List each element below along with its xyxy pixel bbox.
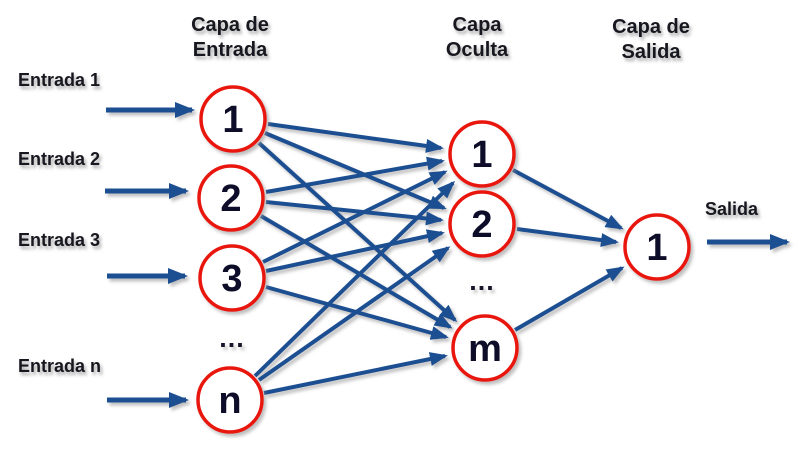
node-output-1 xyxy=(623,213,691,281)
input-label-3: Entrada 3 xyxy=(18,230,101,250)
edge-hidden1-output1 xyxy=(512,168,624,230)
hidden-layer-header: Capa Oculta xyxy=(446,13,508,63)
node-input-3-label: 3 xyxy=(221,258,242,300)
node-input-1-label: 1 xyxy=(222,99,243,141)
input-label-n: Entrada n xyxy=(18,356,102,376)
output-layer-header-line1: Capa de xyxy=(612,16,690,38)
output-label: Salida xyxy=(705,199,759,219)
edge-inputn-hidden2 xyxy=(257,246,451,382)
node-output-1-label: 1 xyxy=(646,227,667,269)
node-hidden-1-label: 1 xyxy=(471,134,492,176)
node-hidden-m-label: m xyxy=(468,328,502,370)
hidden-layer-header-line1: Capa xyxy=(452,14,502,36)
node-input-n-label: n xyxy=(218,380,241,422)
node-hidden-m xyxy=(451,314,519,382)
input-ellipsis: ... xyxy=(219,323,245,353)
edge-input3-hidden2 xyxy=(265,229,445,273)
node-input-n xyxy=(196,366,264,434)
edge-input2-hidden1 xyxy=(265,156,445,194)
input-label-1: Entrada 1 xyxy=(18,70,101,90)
edge-input2-hidden2 xyxy=(265,200,444,226)
output-layer-header: Capa de Salida xyxy=(612,15,690,65)
edge-input3-hidden1 xyxy=(262,170,448,264)
input-label-2: Entrada 2 xyxy=(18,149,101,169)
edge-input1-hidden2 xyxy=(264,131,447,210)
input-layer-header: Capa de Entrada xyxy=(191,13,269,63)
edge-hiddenm-output1 xyxy=(513,266,625,332)
node-input-2 xyxy=(197,164,265,232)
input-layer-header-line2: Entrada xyxy=(192,39,268,61)
input-layer-header-line1: Capa de xyxy=(191,14,269,36)
edge-input1-hidden1 xyxy=(267,122,444,153)
edge-input1-hiddenm xyxy=(257,141,458,323)
node-input-3 xyxy=(198,244,266,312)
edge-input2-hiddenm xyxy=(259,214,453,329)
node-hidden-2 xyxy=(448,190,516,258)
edge-inputn-hiddenm xyxy=(263,352,448,395)
hidden-ellipsis: ... xyxy=(469,266,495,296)
node-input-1 xyxy=(199,85,267,153)
node-input-2-label: 2 xyxy=(220,178,241,220)
node-hidden-2-label: 2 xyxy=(471,204,492,246)
hidden-layer-header-line2: Oculta xyxy=(445,39,509,61)
output-layer-header-line2: Salida xyxy=(621,41,681,63)
edge-inputn-hidden1 xyxy=(253,180,456,378)
edge-hidden2-output1 xyxy=(516,227,619,247)
node-hidden-1 xyxy=(448,120,516,188)
